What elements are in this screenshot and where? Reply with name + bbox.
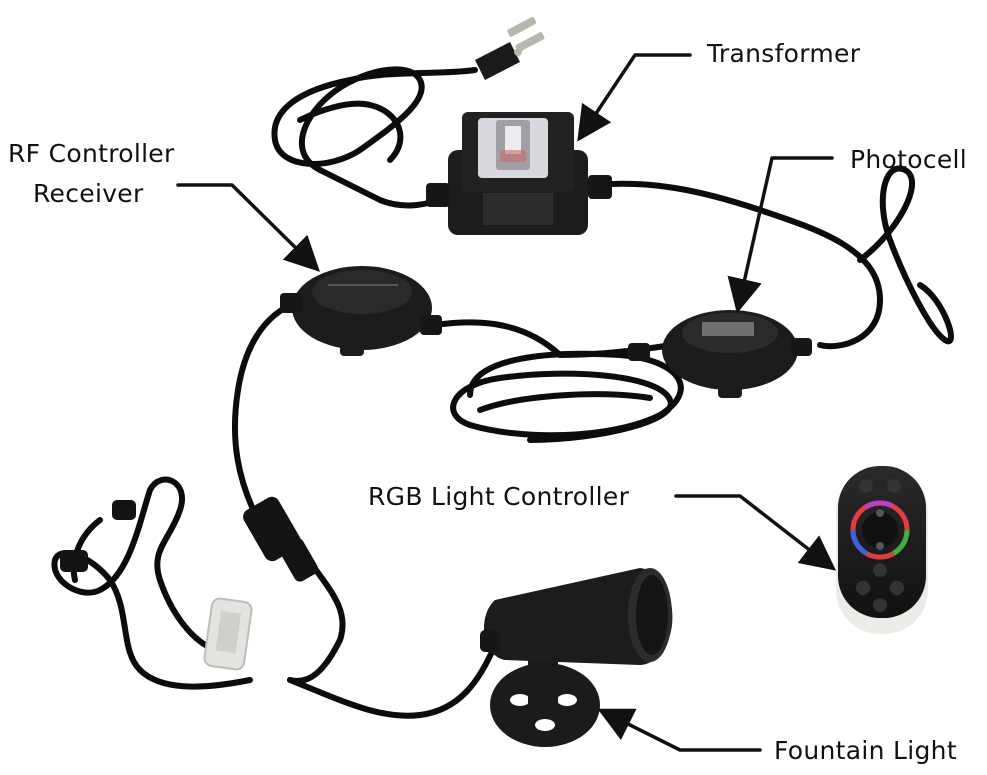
rgb-arrow (674, 494, 837, 571)
transformer-icon (426, 112, 612, 235)
fountain-light-icon (480, 568, 673, 747)
cables (51, 66, 954, 719)
label-rgb-controller: RGB Light Controller (368, 482, 630, 511)
photocell-arrow (727, 156, 834, 314)
label-rf-receiver: Receiver (33, 179, 144, 208)
cable-connectors (60, 496, 319, 582)
label-photocell: Photocell (850, 145, 968, 174)
fountain-arrow (597, 708, 762, 752)
rf-receiver-icon (280, 266, 442, 356)
label-rf-controller: RF Controller (8, 139, 175, 168)
label-transformer: Transformer (707, 39, 861, 68)
plug-icon (475, 16, 545, 80)
rf-arrow (176, 183, 320, 272)
remote-icon (836, 466, 928, 634)
clear-connector-icon (203, 597, 253, 671)
transformer-arrow (577, 53, 692, 142)
callout-arrows (176, 53, 837, 752)
photocell-icon (628, 310, 812, 398)
label-fountain-light: Fountain Light (774, 736, 957, 765)
